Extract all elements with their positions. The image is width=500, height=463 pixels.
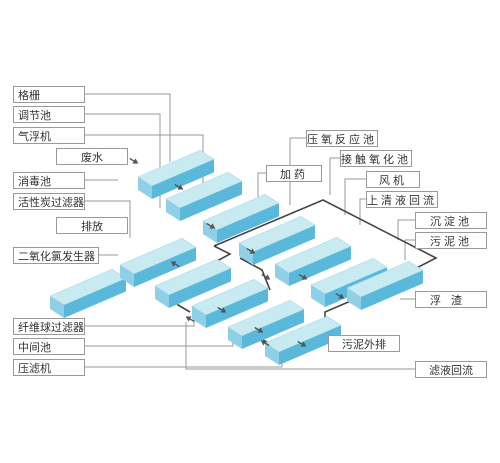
flow-arrow <box>254 326 264 333</box>
tank-chlorine-dioxide <box>49 269 127 318</box>
pipe-branch <box>239 257 271 291</box>
connector-line <box>85 93 171 162</box>
connector-line <box>85 200 131 238</box>
flow-arrow <box>174 183 184 190</box>
connector-line <box>85 348 283 368</box>
label-sludge-discharge: 污泥外排 <box>328 335 400 352</box>
label-supernatant-return: 上清液回流 <box>366 191 438 208</box>
tank-disinfection <box>119 238 197 287</box>
label-filter-press: 压滤机 <box>13 359 85 376</box>
connector-line <box>397 219 415 240</box>
connector-line <box>329 157 340 195</box>
label-intermediate-tank: 中间池 <box>13 338 85 355</box>
connector-line <box>85 330 234 347</box>
label-regulating-tank: 调节池 <box>13 106 85 123</box>
flow-arrow <box>129 157 139 164</box>
connector-line <box>85 312 195 327</box>
label-filtrate-return: 滤液回流 <box>415 361 487 378</box>
connector-line <box>185 322 415 370</box>
label-air-flotation: 气浮机 <box>13 127 85 144</box>
tank-grille-regulating <box>137 150 215 199</box>
tank-filter-press <box>264 316 342 365</box>
label-scum: 浮渣 <box>415 291 487 308</box>
label-blower: 风机 <box>366 171 420 188</box>
flow-arrow <box>185 316 195 323</box>
tank-hydrolysis <box>202 194 280 243</box>
tank-air-flotation <box>165 172 243 221</box>
label-hydrolysis-tank: 压氧反应池 <box>306 130 378 147</box>
label-fiber-ball-filter: 纤维球过滤器 <box>13 318 85 335</box>
label-discharge: 排放 <box>56 217 128 234</box>
tank-contact-oxidation-1 <box>238 216 316 265</box>
label-activated-carbon-filter: 活性炭过滤器 <box>13 193 85 210</box>
flow-arrow <box>297 340 307 347</box>
flow-arrow <box>206 222 216 229</box>
label-wastewater: 废水 <box>56 148 128 165</box>
label-sedimentation-tank: 沉淀池 <box>415 212 487 229</box>
tank-intermediate <box>227 300 305 349</box>
flow-arrow <box>260 340 270 347</box>
connector-line <box>404 239 415 260</box>
flow-arrow <box>246 247 256 254</box>
label-chlorine-dioxide-generator: 二氧化氯发生器 <box>13 247 99 264</box>
flow-arrow <box>298 273 308 280</box>
label-dosing: 加药 <box>266 165 322 182</box>
flow-arrow <box>170 261 180 268</box>
label-sludge-tank: 污泥池 <box>415 232 487 249</box>
flow-arrow <box>217 306 227 313</box>
flow-arrows <box>129 157 345 347</box>
flow-arrow <box>335 292 345 299</box>
connector-line <box>359 198 366 225</box>
flow-arrow <box>261 273 271 280</box>
tank-fiber-ball <box>191 279 269 328</box>
label-disinfection-tank: 消毒池 <box>13 172 85 189</box>
label-grille: 格栅 <box>13 86 85 103</box>
label-contact-oxidation-tank: 接触氧化池 <box>340 150 412 167</box>
tank-sludge <box>346 261 424 310</box>
connector-line <box>344 178 366 215</box>
tank-activated-carbon <box>154 259 232 308</box>
connector-line <box>289 137 306 205</box>
